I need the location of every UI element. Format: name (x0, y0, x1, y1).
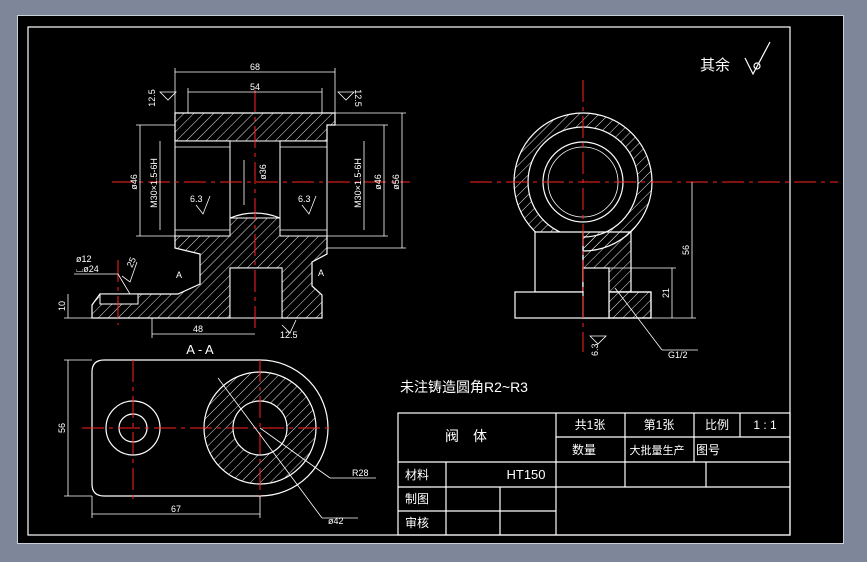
title-block (397, 412, 791, 536)
dim-d36: ø36 (258, 164, 268, 180)
dim-12-5-left: 12.5 (147, 89, 157, 107)
sheet-count: 共1张 (575, 418, 606, 432)
dim-12-5-right: 12.5 (353, 89, 363, 107)
dim-cb24: ⌴ø24 (76, 264, 99, 274)
sheet-number: 第1张 (644, 418, 675, 432)
drawn-by-label: 制图 (405, 492, 429, 506)
roughness-label: 其余 (700, 56, 730, 74)
scale-label: 比例 (705, 418, 729, 432)
dim-6-3-b: 6.3 (298, 194, 311, 204)
dim-10: 10 (57, 301, 67, 311)
checked-by-label: 审核 (405, 515, 429, 530)
dim-56-top: 56 (57, 423, 67, 433)
side-view: 56 21 6.3 G1/2 (470, 80, 838, 360)
dim-68: 68 (250, 62, 260, 72)
dim-6-3-side: 6.3 (590, 343, 600, 356)
drawing-sheet (17, 15, 844, 544)
dim-6-3-a: 6.3 (190, 194, 203, 204)
dim-d12: ø12 (76, 254, 92, 264)
casting-note: 未注铸造圆角R2~R3 (400, 379, 528, 395)
dim-d56: ø56 (391, 174, 401, 190)
bore-left (174, 140, 231, 237)
production-type: 大批量生产 (630, 443, 685, 457)
dim-56-side: 56 (681, 245, 691, 255)
dim-67: 67 (171, 504, 181, 514)
section-title: A - A (186, 342, 214, 357)
dim-d42: ø42 (328, 516, 344, 526)
material-label: 材料 (405, 468, 429, 482)
section-mark-a-right: A (318, 268, 324, 278)
section-a-a-view: A - A 56 67 R28 ø42 (57, 342, 376, 526)
dim-54: 54 (250, 82, 260, 92)
part-name: 阀 体 (445, 428, 487, 444)
dim-g12: G1/2 (668, 350, 688, 360)
section-mark-a-left: A (176, 270, 182, 280)
dim-21: 21 (661, 288, 671, 298)
bottom-bore (229, 267, 283, 319)
drawing-number-label: 图号 (696, 443, 720, 457)
dim-48: 48 (193, 324, 203, 334)
dim-25-a: 25 (125, 256, 138, 269)
side-neck (534, 231, 584, 293)
drawing-border (27, 26, 791, 536)
front-section-view: 68 54 ø46 M30×1.5-6H ø36 6.3 6.3 M30×1.5… (57, 62, 410, 340)
counterbore (99, 293, 139, 305)
roughness-note: 其余 (700, 41, 771, 76)
quantity-label: 数量 (572, 442, 596, 457)
dim-thread-right: M30×1.5-6H (353, 158, 363, 208)
material-value: HT150 (506, 467, 545, 482)
dim-d46-right: ø46 (373, 174, 383, 190)
dim-12-5-bottom: 12.5 (280, 330, 298, 340)
scale-value: 1 : 1 (753, 418, 777, 432)
aa-outline (91, 359, 329, 497)
dim-d46-left: ø46 (129, 174, 139, 190)
dim-r28: R28 (352, 468, 369, 478)
dim-thread-left: M30×1.5-6H (149, 158, 159, 208)
bore-right (279, 140, 328, 237)
